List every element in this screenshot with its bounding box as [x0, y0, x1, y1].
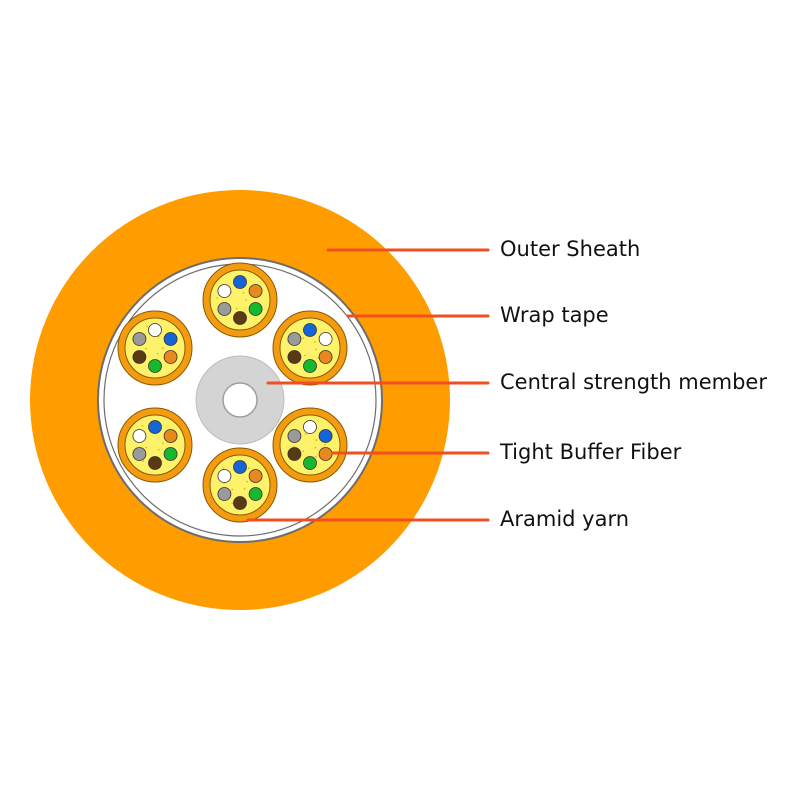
gel-speck	[216, 297, 218, 299]
fiber	[287, 350, 302, 364]
fiber	[132, 332, 147, 346]
tight-buffer-tube	[202, 447, 278, 523]
fiber	[217, 487, 232, 501]
cable-cross-section	[30, 190, 450, 610]
fiber	[132, 429, 147, 443]
tight-buffer-tube	[202, 262, 278, 338]
fiber	[248, 469, 263, 483]
fiber	[148, 323, 162, 337]
label-aramid: Aramid yarn	[500, 507, 629, 531]
fiber	[163, 429, 178, 443]
fiber	[163, 447, 178, 461]
gel-speck	[324, 443, 326, 446]
fiber	[217, 302, 232, 316]
gel-speck	[246, 480, 249, 483]
gel-speck	[304, 433, 307, 435]
tight-buffer-tube	[272, 407, 348, 483]
fiber	[163, 350, 178, 364]
gel-speck	[142, 460, 145, 462]
gel-speck	[157, 448, 160, 451]
fiber	[318, 447, 333, 461]
label-wrap-tape: Wrap tape	[500, 303, 609, 327]
leader-lines	[246, 248, 490, 522]
gel-speck	[141, 424, 144, 427]
fiber	[303, 456, 317, 470]
fiber	[233, 275, 247, 289]
gel-speck	[304, 354, 306, 357]
fiber	[217, 469, 232, 483]
gel-speck	[302, 450, 305, 452]
gel-speck	[314, 340, 316, 343]
gel-speck	[315, 455, 317, 458]
gel-speck	[162, 347, 164, 349]
gel-speck	[302, 337, 304, 339]
tight-buffer-tube	[272, 310, 348, 386]
fiber	[132, 447, 147, 461]
gel-speck	[162, 442, 164, 445]
fiber	[318, 350, 333, 364]
gel-speck	[245, 299, 247, 301]
fiber	[148, 420, 162, 434]
gel-speck	[231, 502, 233, 505]
tight-buffer-tube	[117, 310, 193, 386]
gel-speck	[146, 325, 148, 328]
fiber	[248, 487, 263, 501]
fiber	[303, 359, 317, 373]
fiber	[163, 332, 178, 346]
gel-speck	[315, 439, 318, 441]
fiber	[132, 350, 147, 364]
fiber	[248, 284, 263, 298]
central-strength-member-core	[222, 382, 258, 418]
gel-speck	[231, 488, 234, 491]
gel-speck	[242, 292, 245, 294]
fiber	[148, 456, 162, 470]
fiber	[233, 460, 247, 474]
fiber	[287, 332, 302, 346]
fiber	[318, 429, 333, 443]
fiber	[248, 302, 263, 316]
gel-speck	[243, 487, 246, 490]
gel-speck	[314, 446, 317, 449]
gel-speck	[315, 348, 317, 351]
tight-buffer-tube	[117, 407, 193, 483]
fiber	[303, 420, 317, 434]
gel-speck	[145, 347, 147, 350]
fiber	[217, 284, 232, 298]
gel-speck	[156, 352, 159, 355]
gel-speck	[248, 467, 250, 470]
label-outer-sheath: Outer Sheath	[500, 237, 640, 261]
fiber	[148, 359, 162, 373]
fiber	[303, 323, 317, 337]
gel-speck	[293, 445, 295, 448]
fiber	[318, 332, 333, 346]
label-tight-buffer: Tight Buffer Fiber	[499, 440, 682, 464]
gel-speck	[145, 446, 148, 449]
fiber	[233, 496, 247, 510]
fiber	[287, 447, 302, 461]
fiber	[287, 429, 302, 443]
fiber	[233, 311, 247, 325]
gel-speck	[235, 307, 238, 310]
label-csm: Central strength member	[500, 370, 767, 394]
